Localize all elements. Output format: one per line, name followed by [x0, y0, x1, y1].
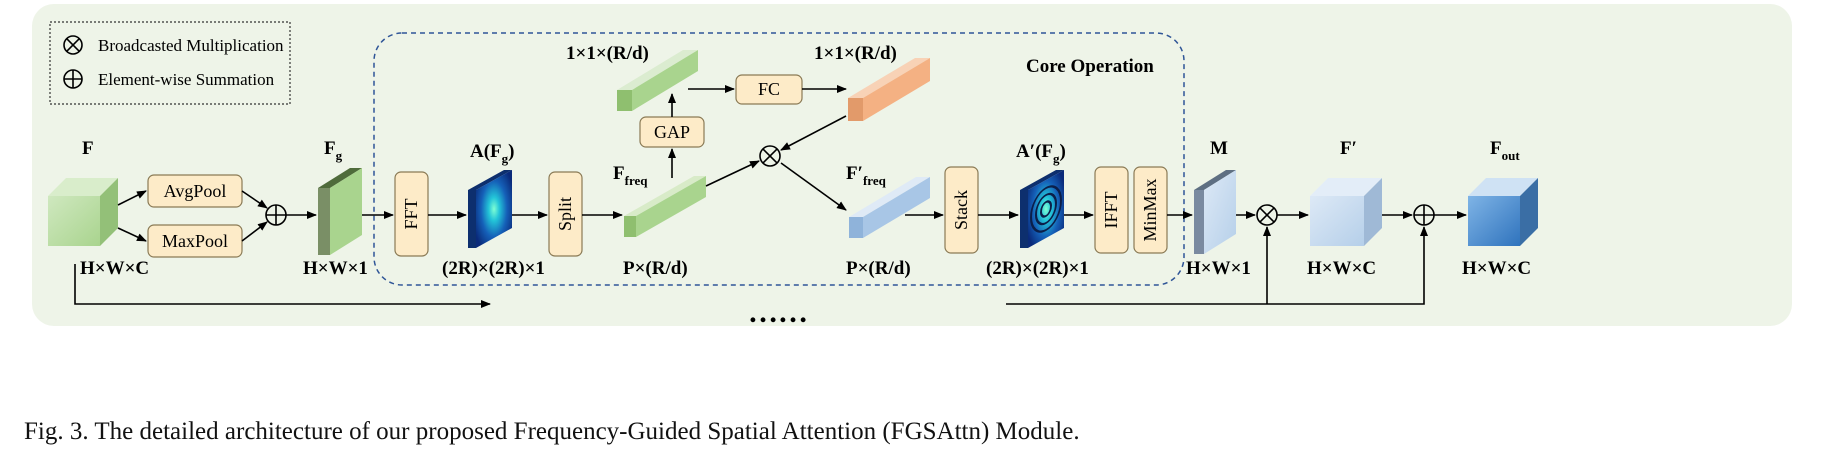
split-block: Split: [548, 171, 583, 257]
avgpool-block: AvgPool: [147, 174, 243, 208]
fg-map: [318, 168, 362, 255]
label-aprime-dim: (2R)×(2R)×1: [986, 258, 1089, 279]
label-fprime-dim: H×W×C: [1307, 258, 1376, 279]
ellipsis: ……: [748, 296, 808, 329]
multiply-icon: [63, 35, 83, 55]
legend: Broadcasted Multiplication Element-wise …: [49, 21, 291, 105]
input-feature-cube: [48, 178, 118, 246]
label-fc-dim: 1×1×(R/d): [814, 43, 897, 64]
label-fg-dim: H×W×1: [303, 258, 368, 279]
label-aprime: A′(Fg): [1016, 141, 1066, 166]
fft-label: FFT: [401, 198, 421, 229]
fprime-cube: [1310, 178, 1382, 246]
label-fprime-freq: F′freq: [846, 163, 887, 188]
frequency-heatmap: [468, 170, 512, 248]
label-m: M: [1210, 138, 1228, 159]
flow-arrows: [74, 85, 1467, 308]
core-operation-region: [373, 32, 1185, 286]
sum-node-1: [265, 204, 287, 226]
stack-block: Stack: [944, 166, 979, 254]
ffreq-bar: [624, 176, 706, 237]
maxpool-label: MaxPool: [162, 231, 228, 251]
m-map: [1194, 170, 1236, 254]
minmax-label: MinMax: [1140, 179, 1160, 242]
multiply-node-core: [759, 145, 781, 167]
figure-caption: Fig. 3. The detailed architecture of our…: [24, 418, 1080, 445]
fprime-freq-bar: [849, 177, 930, 238]
label-fout: Fout: [1490, 138, 1520, 163]
gap-block: GAP: [639, 116, 705, 148]
ring-mask-map: [1020, 170, 1064, 248]
label-m-dim: H×W×1: [1186, 258, 1251, 279]
stack-label: Stack: [951, 190, 971, 230]
fc-label: FC: [758, 79, 780, 99]
gap-output-bar: [617, 50, 698, 111]
label-fg: Fg: [324, 138, 343, 163]
fc-output-bar: [848, 58, 930, 121]
maxpool-block: MaxPool: [147, 224, 243, 258]
label-fout-dim: H×W×C: [1462, 258, 1531, 279]
sum-icon: [63, 69, 83, 89]
legend-multiplication-label: Broadcasted Multiplication: [98, 36, 284, 55]
core-operation-title: Core Operation: [1026, 56, 1154, 77]
avgpool-label: AvgPool: [164, 181, 227, 201]
fc-block: FC: [735, 74, 803, 105]
output-cube: [1468, 178, 1538, 246]
label-gap-dim: 1×1×(R/d): [566, 43, 649, 64]
label-fprime-freq-dim: P×(R/d): [846, 258, 911, 279]
label-fprime: F′: [1340, 138, 1357, 159]
label-ffreq: Ffreq: [613, 163, 648, 188]
ifft-block: IFFT: [1094, 166, 1129, 254]
label-ffreq-dim: P×(R/d): [623, 258, 688, 279]
label-f: F: [82, 138, 94, 159]
fft-block: FFT: [394, 171, 429, 257]
split-label: Split: [555, 197, 575, 231]
label-f-dim: H×W×C: [80, 258, 149, 279]
label-a: A(Fg): [470, 141, 514, 166]
ifft-label: IFFT: [1101, 191, 1121, 228]
label-a-dim: (2R)×(2R)×1: [442, 258, 545, 279]
gap-label: GAP: [654, 122, 690, 142]
minmax-block: MinMax: [1133, 166, 1168, 254]
legend-summation-label: Element-wise Summation: [98, 70, 275, 89]
sum-node-residual: [1413, 204, 1435, 226]
